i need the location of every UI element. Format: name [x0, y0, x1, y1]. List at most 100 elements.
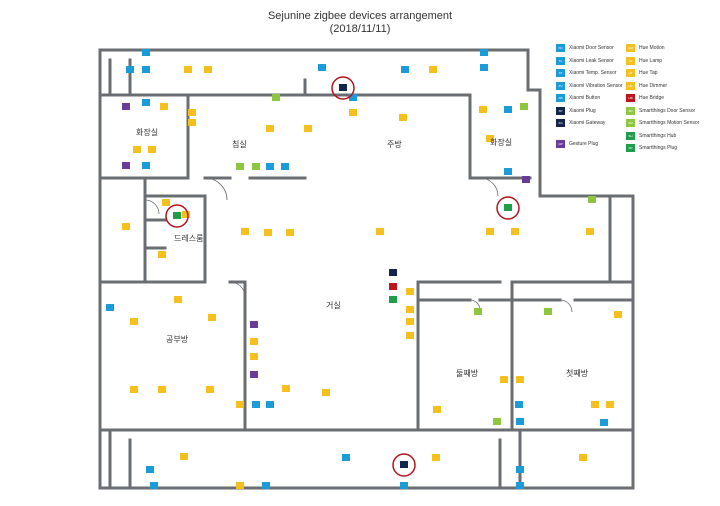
- legend-swatch: XL: [556, 56, 565, 65]
- hue-device-marker: [188, 119, 196, 126]
- xiaomi-sensor-marker: [266, 401, 274, 408]
- smartthings-hub-marker: [389, 296, 397, 303]
- hue-device-marker: [286, 229, 294, 236]
- gesture-plug-marker: [250, 321, 258, 328]
- xiaomi-sensor-marker: [266, 163, 274, 170]
- hue-device-marker: [133, 146, 141, 153]
- hue-device-marker: [511, 228, 519, 235]
- legend-swatch: HM: [626, 44, 635, 52]
- legend-label: Xiaomi Vibration Sensor: [569, 82, 623, 89]
- hue-device-marker: [399, 114, 407, 121]
- hue-device-marker: [614, 311, 622, 318]
- hue-device-marker: [432, 454, 440, 461]
- legend-item: XB Xiaomi Button: [556, 94, 600, 102]
- legend-label: Hue Lamp: [639, 57, 663, 64]
- door-swing: [479, 177, 499, 197]
- door-swing: [204, 177, 228, 201]
- hue-device-marker: [122, 223, 130, 230]
- hue-device-marker: [406, 288, 414, 295]
- xiaomi-sensor-marker: [342, 454, 350, 461]
- hue-device-marker: [591, 401, 599, 408]
- hue-device-marker: [130, 318, 138, 325]
- legend-label: Smartthings Hub: [639, 132, 677, 139]
- hue-bridge-marker: [389, 283, 397, 290]
- legend-item: XP Xiaomi Plug: [556, 106, 596, 115]
- hue-device-marker: [322, 389, 330, 396]
- legend-label: Xiaomi Button: [569, 95, 601, 101]
- hue-device-marker: [206, 386, 214, 393]
- room-label-room2: 둘째방: [456, 369, 479, 378]
- xiaomi-sensor-marker: [516, 466, 524, 473]
- gesture-plug-marker: [122, 162, 130, 169]
- legend-swatch: XV: [556, 81, 565, 90]
- legend-label: Hue Motion: [639, 45, 665, 51]
- room-label-room1: 첫째방: [566, 369, 589, 378]
- hue-device-marker: [162, 199, 170, 206]
- hue-device-marker: [158, 251, 166, 258]
- highlight-circle: [165, 204, 189, 228]
- legend-swatch: HB: [626, 94, 635, 102]
- legend-swatch: HL: [626, 56, 635, 65]
- hue-device-marker: [406, 306, 414, 313]
- legend-label: Smartthings Motion Sensor: [639, 120, 700, 126]
- xiaomi-sensor-marker: [142, 66, 150, 73]
- hue-device-marker: [349, 109, 357, 116]
- xiaomi-sensor-marker: [142, 162, 150, 169]
- legend-label: Xiaomi Leak Sensor: [569, 57, 614, 64]
- door-swing: [229, 281, 246, 298]
- legend-swatch: XT: [556, 69, 565, 77]
- xiaomi-sensor-marker: [349, 94, 357, 101]
- hue-device-marker: [148, 146, 156, 153]
- legend-swatch: XB: [556, 94, 565, 102]
- hue-device-marker: [304, 125, 312, 132]
- hue-device-marker: [236, 482, 244, 489]
- xiaomi-sensor-marker: [142, 49, 150, 56]
- hue-device-marker: [486, 228, 494, 235]
- xiaomi-sensor-marker: [480, 49, 488, 56]
- hue-device-marker: [264, 229, 272, 236]
- hue-device-marker: [479, 106, 487, 113]
- legend-swatch: XP: [556, 106, 565, 115]
- smartthings-sensor-marker: [588, 196, 596, 203]
- hue-device-marker: [241, 228, 249, 235]
- hue-device-marker: [376, 228, 384, 235]
- legend-label: Smartthings Plug: [639, 145, 678, 151]
- xiaomi-sensor-marker: [150, 482, 158, 489]
- smartthings-sensor-marker: [493, 418, 501, 425]
- xiaomi-sensor-marker: [126, 66, 134, 73]
- smartthings-sensor-marker: [252, 163, 260, 170]
- xiaomi-sensor-marker: [600, 419, 608, 426]
- legend-item: XV Xiaomi Vibration Sensor: [556, 81, 623, 90]
- room-label-dress: 드레스룸: [174, 234, 204, 243]
- legend-swatch: HT: [626, 69, 635, 77]
- gesture-plug-marker: [122, 103, 130, 110]
- room-label-bath1: 화장실: [136, 128, 159, 137]
- hue-device-marker: [406, 332, 414, 339]
- room-label-study: 공부방: [166, 335, 189, 344]
- hue-device-marker: [586, 228, 594, 235]
- smartthings-sensor-marker: [544, 308, 552, 315]
- legend-label: Hue Bridge: [639, 95, 665, 101]
- legend-swatch: SD: [626, 106, 635, 115]
- smartthings-sensor-marker: [236, 163, 244, 170]
- hue-device-marker: [579, 454, 587, 461]
- xiaomi-sensor-marker: [516, 418, 524, 425]
- hue-device-marker: [158, 386, 166, 393]
- hue-device-marker: [406, 318, 414, 325]
- xiaomi-sensor-marker: [400, 482, 408, 489]
- hue-device-marker: [606, 401, 614, 408]
- title-date: (2018/11/11): [329, 23, 391, 35]
- smartthings-sensor-marker: [520, 103, 528, 110]
- hue-device-marker: [180, 453, 188, 460]
- hue-device-marker: [266, 125, 274, 132]
- xiaomi-sensor-marker: [401, 66, 409, 73]
- hue-device-marker: [429, 66, 437, 73]
- legend-label: Xiaomi Plug: [569, 107, 596, 114]
- xiaomi-sensor-marker: [146, 466, 154, 473]
